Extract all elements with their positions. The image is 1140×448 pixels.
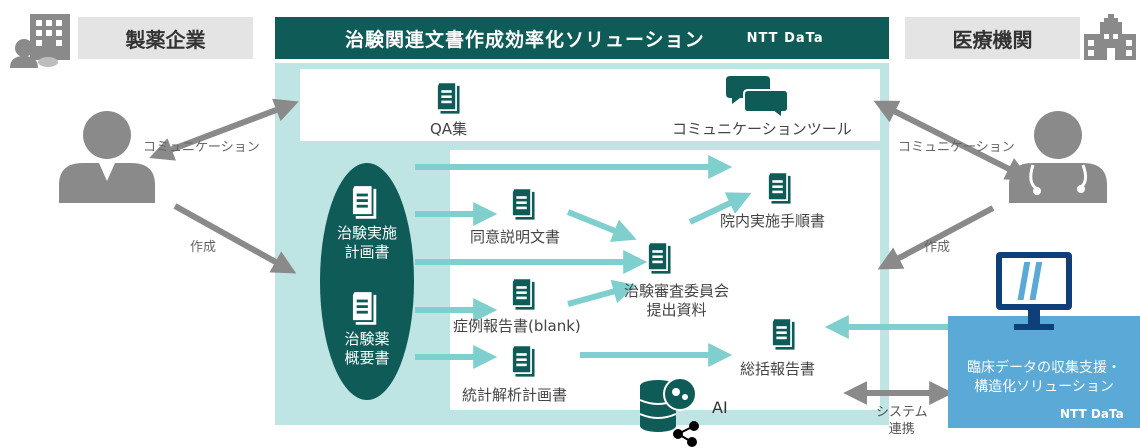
pharma-company-tag: 製薬企業 xyxy=(78,17,253,59)
sap-label: 統計解析計画書 xyxy=(462,386,568,404)
pharma-building-icon xyxy=(10,14,70,68)
pharma-person-icon xyxy=(59,111,155,203)
system-link-line1: システム xyxy=(876,405,928,420)
pharma-company-label: 製薬企業 xyxy=(125,27,206,52)
crf-document-icon xyxy=(512,276,538,312)
chat-bubbles-icon xyxy=(726,76,789,118)
left-create-label: 作成 xyxy=(190,240,217,255)
protocol-label: 治験実施 計画書 xyxy=(323,224,411,262)
protocol-label-line2: 計画書 xyxy=(344,243,390,261)
clinical-solution-line2: 構造化ソリューション xyxy=(974,379,1114,395)
protocol-label-line1: 治験実施 xyxy=(336,224,397,242)
system-link-label: システム 連携 xyxy=(876,404,928,438)
arrow-right-create xyxy=(877,205,995,270)
sap-document-icon xyxy=(512,343,538,379)
system-link-line2: 連携 xyxy=(888,422,915,437)
arrow-left-communication xyxy=(149,98,299,161)
ai-database-icon xyxy=(639,377,699,447)
arrow-left-create xyxy=(173,203,297,274)
qa-label: QA集 xyxy=(430,120,468,138)
monitor-icon xyxy=(996,252,1072,330)
right-communication-label: コミュニケーション xyxy=(898,140,1015,155)
medical-institution-label: 医療機関 xyxy=(952,27,1033,52)
protocol-document-icon xyxy=(352,183,380,221)
clinical-solution-label: 臨床データの収集支援・ 構造化ソリューション xyxy=(948,359,1140,397)
clinical-ntt-data-logo: NTT DaTa xyxy=(1060,407,1124,421)
qa-document-icon xyxy=(437,80,463,116)
irb-label: 治験審査委員会 提出資料 xyxy=(624,282,729,320)
ib-label-line2: 概要書 xyxy=(344,349,390,367)
irb-label-line2: 提出資料 xyxy=(646,301,707,319)
ntt-data-logo: NTT DaTa xyxy=(746,30,824,46)
procedure-document-icon xyxy=(768,170,794,206)
communication-tool-label: コミュニケーションツール xyxy=(672,120,852,138)
solution-title: 治験関連文書作成効率化ソリューション xyxy=(345,28,705,51)
csr-label: 総括報告書 xyxy=(740,360,816,378)
solution-title-bar: 治験関連文書作成効率化ソリューション NTT DaTa xyxy=(275,17,889,59)
investigator-brochure-label: 治験薬 概要書 xyxy=(323,330,411,368)
clinical-data-solution-box xyxy=(948,316,1140,428)
consent-label: 同意説明文書 xyxy=(470,228,561,246)
consent-document-icon xyxy=(512,186,538,222)
ib-label-line1: 治験薬 xyxy=(344,330,390,348)
medical-institution-tag: 医療機関 xyxy=(905,17,1080,59)
ai-label: AI xyxy=(712,398,728,417)
arrow-crf-to-irb xyxy=(567,279,637,307)
right-create-label: 作成 xyxy=(924,240,951,255)
hospital-building-icon xyxy=(1084,14,1136,60)
csr-document-icon xyxy=(772,316,798,352)
irb-document-icon xyxy=(648,240,674,276)
clinical-solution-line1: 臨床データの収集支援・ xyxy=(967,360,1121,376)
arrow-consent-to-irb xyxy=(566,209,637,242)
irb-label-line1: 治験審査委員会 xyxy=(624,282,730,300)
investigator-brochure-icon xyxy=(352,289,380,327)
crf-label: 症例報告書(blank) xyxy=(453,317,581,335)
arrow-irb-to-procedure xyxy=(688,192,752,225)
left-communication-label: コミュニケーション xyxy=(143,140,260,155)
procedure-label: 院内実施手順書 xyxy=(720,212,826,230)
arrow-right-communication xyxy=(873,100,1031,180)
doctor-person-icon xyxy=(1009,111,1107,203)
